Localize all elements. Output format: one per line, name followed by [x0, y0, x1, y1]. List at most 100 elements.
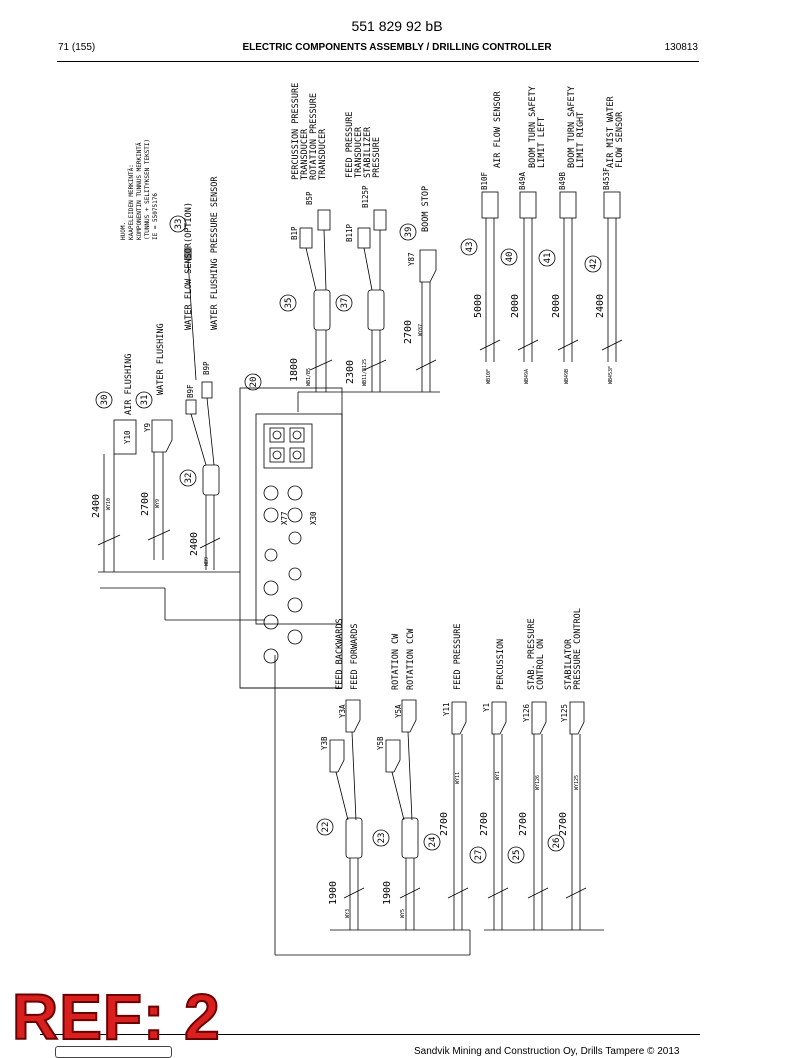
- label-boom-turn-left-2: LIMIT LEFT: [537, 117, 547, 168]
- label-stabilator-2: PRESSURE CONTROL: [573, 608, 583, 690]
- id-y87: Y87: [407, 252, 416, 266]
- label-feed-forwards: FEED FORWARDS: [350, 623, 360, 690]
- id-y1: Y1: [482, 703, 491, 712]
- id-b11p: B11P: [345, 223, 354, 242]
- wire-tag-wb11-b125: WB11/B125: [362, 359, 368, 386]
- length-2400-c: 2400: [595, 294, 606, 318]
- valve-cable-group: [274, 655, 604, 956]
- callout-24: 24: [423, 833, 441, 851]
- document-number: 551 829 92 bB: [351, 18, 443, 34]
- label-water-flow-sensor: WATER FLOW SENSOR(OPTION): [184, 202, 194, 330]
- label-feed-backwards: FEED BACKWARDS: [335, 618, 345, 690]
- label-air-flushing: AIR FLUSHING: [124, 354, 134, 415]
- callout-30-label: 30: [100, 395, 110, 406]
- wire-tag-wb49b: WB49B: [564, 369, 570, 384]
- callout-26: 26: [547, 834, 565, 852]
- label-boom-turn-right-1: BOOM TURN SAFETY: [567, 86, 577, 168]
- callout-33-label: 33: [174, 219, 184, 230]
- id-y3b: Y3B: [320, 736, 329, 750]
- wire-tag-wb9: WB9: [204, 557, 210, 566]
- length-2400-a: 2400: [91, 494, 102, 518]
- id-b10f: B10F: [480, 171, 489, 190]
- callout-31: 31: [135, 391, 153, 409]
- label-air-mist-1: AIR MIST WATER: [606, 95, 616, 168]
- page-number: 71 (155): [58, 42, 96, 53]
- label-boom-turn-left-1: BOOM TURN SAFETY: [528, 86, 538, 168]
- label-water-flushing: WATER FLUSHING: [156, 323, 166, 395]
- label-rot-pressure: ROTATION PRESSURE: [309, 93, 319, 180]
- length-2300: 2300: [345, 360, 356, 384]
- wire-tag-wy10: WY10: [106, 498, 112, 510]
- id-x77: X77: [280, 511, 289, 525]
- id-y11: Y11: [442, 702, 451, 716]
- length-2700-d: 2700: [479, 812, 490, 836]
- wire-tag-wb453f: WB453F: [608, 366, 614, 384]
- length-2700-f: 2700: [558, 812, 569, 836]
- callout-39: 39: [399, 223, 417, 241]
- wire-tag-wy3: WY3: [345, 909, 351, 918]
- wire-tag-wy11: WY11: [455, 772, 461, 784]
- callout-26-label: 26: [552, 838, 562, 849]
- label-note-4: (TUNNUS + SELITYKSEN TEKSTI): [144, 139, 151, 240]
- id-b9f: B9F: [186, 384, 195, 398]
- callout-27-label: 27: [474, 850, 484, 861]
- drilling-controller-box: [239, 387, 343, 689]
- id-b125p: B125P: [361, 185, 370, 208]
- label-note-5: IE = 55075176: [152, 193, 159, 240]
- callout-37: 37: [335, 294, 353, 312]
- id-y125: Y125: [560, 704, 569, 722]
- id-b5p: B5P: [305, 191, 314, 205]
- callout-32-label: 32: [184, 473, 194, 484]
- callout-42: 42: [584, 255, 602, 273]
- id-b49a: B49A: [518, 171, 527, 190]
- label-stab-pressure-ctrl-2: CONTROL ON: [536, 639, 546, 690]
- callout-42-label: 42: [589, 259, 599, 270]
- wire-tag-wy9: WY9: [155, 499, 161, 508]
- id-y3a: Y3A: [338, 704, 347, 718]
- callout-43-label: 43: [465, 242, 475, 253]
- id-b1p: B1P: [290, 226, 299, 240]
- page-title: ELECTRIC COMPONENTS ASSEMBLY / DRILLING …: [242, 42, 552, 53]
- label-air-mist-2: FLOW SENSOR: [615, 111, 625, 168]
- wire-tag-wy125: WY125: [574, 775, 580, 790]
- id-b9p: B9P: [202, 361, 211, 375]
- id-y9: Y9: [143, 423, 152, 432]
- label-note-3: KOMPONENTIN TUNNUS MERKINTÄ: [136, 142, 143, 240]
- label-feed-pressure-t: FEED PRESSURE: [345, 111, 355, 178]
- wire-tag-wb49a: WB49A: [524, 369, 530, 384]
- callout-22: 22: [316, 818, 334, 836]
- id-y5b: Y5B: [376, 736, 385, 750]
- callout-25: 25: [507, 846, 525, 864]
- callout-41-label: 41: [543, 253, 553, 264]
- wire-tag-wy5: WY5: [400, 909, 406, 918]
- length-2700-a: 2700: [140, 492, 151, 516]
- length-5000: 5000: [473, 294, 484, 318]
- callout-37-label: 37: [340, 298, 350, 309]
- label-percussion: PERCUSSION: [496, 639, 506, 690]
- wire-tag-wy87: WY87: [418, 324, 424, 336]
- sensor-cable-group: [297, 191, 623, 412]
- label-stabilator-1: STABILATOR: [564, 638, 574, 690]
- length-1900-a: 1900: [328, 881, 339, 905]
- length-1800: 1800: [289, 358, 300, 382]
- label-boom-stop: BOOM STOP: [421, 186, 431, 232]
- label-boom-turn-right-2: LIMIT RIGHT: [576, 112, 586, 168]
- callout-25-label: 25: [512, 850, 522, 861]
- label-note-2: KAAPELEIDEN MERKINTÄ:: [128, 164, 135, 240]
- footer-copyright: Sandvik Mining and Construction Oy, Dril…: [414, 1046, 680, 1057]
- callout-22-label: 22: [321, 822, 331, 833]
- wire-tag-wy126: WY126: [535, 775, 541, 790]
- callout-23-label: 23: [377, 833, 387, 844]
- id-b453f: B453F: [602, 167, 611, 190]
- label-pressure: PRESSURE: [372, 137, 382, 178]
- header-rule: [57, 61, 699, 62]
- callout-32: 32: [179, 469, 197, 487]
- length-2400-b: 2400: [189, 532, 200, 556]
- label-air-flow-sensor: AIR FLOW SENSOR: [493, 90, 503, 168]
- callout-30: 30: [95, 391, 113, 409]
- label-transducer-b: TRANSDUCER: [318, 128, 328, 180]
- callout-35: 35: [279, 294, 297, 312]
- id-y126: Y126: [522, 703, 531, 722]
- label-water-flushing-pressure: WATER FLUSHING PRESSURE SENSOR: [210, 176, 220, 330]
- length-2700-b: 2700: [403, 320, 414, 344]
